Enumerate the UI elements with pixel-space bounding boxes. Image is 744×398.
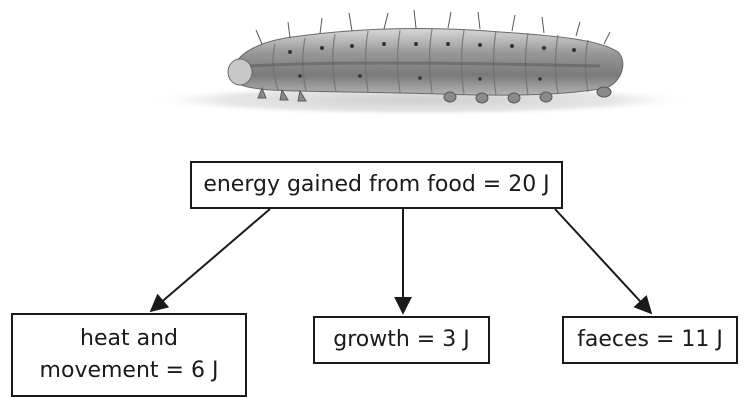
energy-gained-label: energy gained from food = 20 J: [203, 171, 549, 199]
faeces-box: faeces = 11 J: [562, 316, 738, 364]
faeces-label: faeces = 11 J: [577, 326, 723, 354]
growth-label: growth = 3 J: [333, 326, 469, 354]
growth-box: growth = 3 J: [313, 316, 490, 364]
heat-movement-box: heat and movement = 6 J: [11, 313, 247, 397]
arrow-to-faeces: [555, 209, 651, 313]
heat-movement-label-line1: heat and: [80, 323, 178, 355]
energy-gained-box: energy gained from food = 20 J: [190, 161, 563, 209]
heat-movement-label-line2: movement = 6 J: [40, 355, 219, 387]
arrow-to-heat: [151, 209, 270, 311]
